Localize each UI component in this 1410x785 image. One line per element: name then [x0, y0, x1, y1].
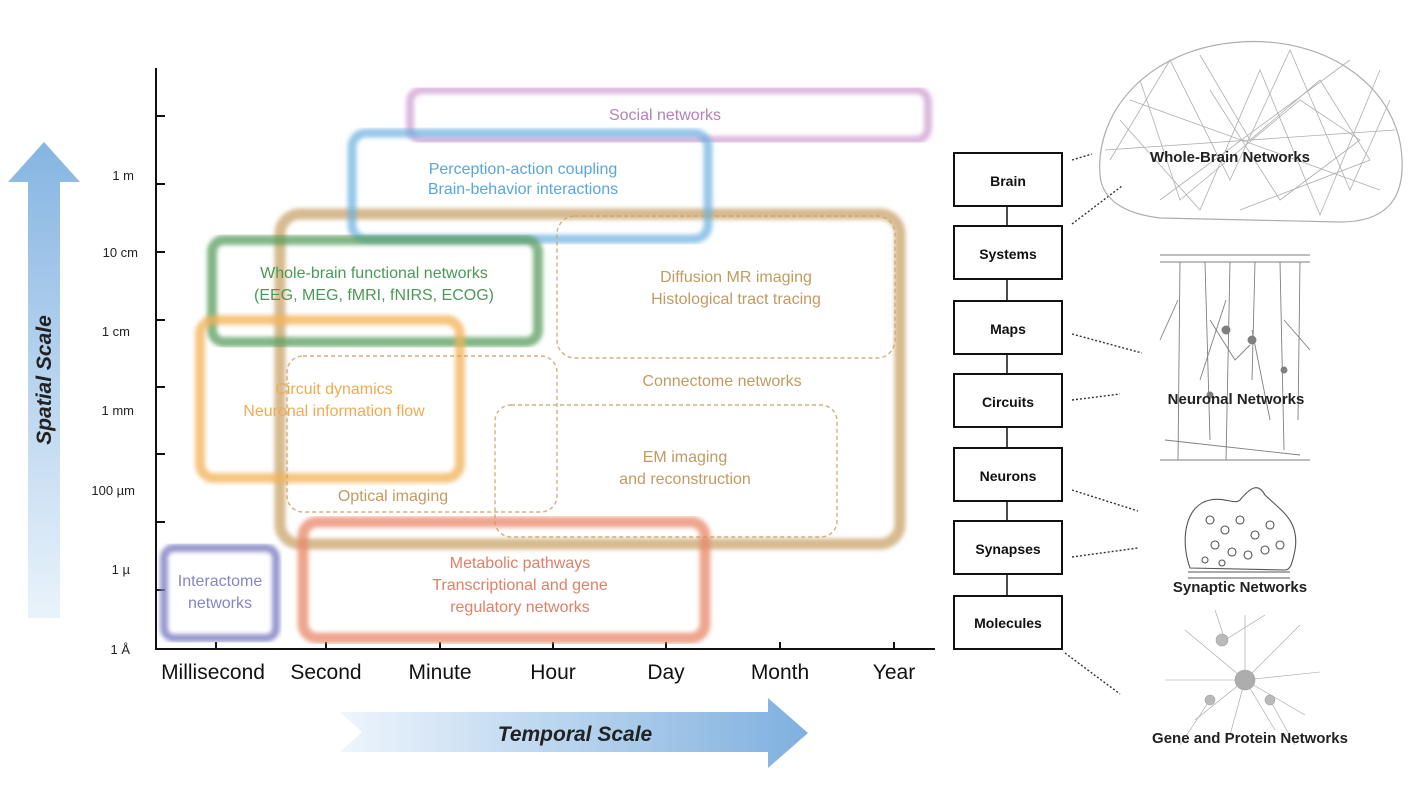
y-tick-label: 1 cm [102, 324, 130, 339]
interactome-box [160, 544, 280, 642]
level-brain: Brain [953, 152, 1063, 207]
diffusion-label-1: Diffusion MR imaging [660, 269, 812, 286]
x-tick-label: Hour [530, 661, 576, 684]
level-neurons: Neurons [953, 447, 1063, 502]
circuit-dynamics-box [195, 315, 465, 483]
em-label-2: and reconstruction [619, 471, 751, 488]
diffusion-label-2: Histological tract tracing [651, 291, 821, 308]
optical-imaging-box [286, 355, 558, 513]
spatial-scale-title: Spatial Scale [33, 315, 56, 445]
y-tick-label: 100 µm [91, 483, 135, 498]
perception-label-2: Brain-behavior interactions [428, 181, 618, 198]
region-labels: Social networks Perception-action coupli… [178, 107, 821, 616]
x-tick-label: Day [647, 661, 685, 684]
interactome-label-2: networks [188, 595, 252, 612]
x-tick-label: Month [751, 661, 809, 684]
y-tick-label: 1 m [112, 168, 134, 183]
neuronal-networks-label: Neuronal Networks [1168, 391, 1305, 408]
x-tick-labels: Millisecond Second Minute Hour Day Month… [161, 661, 915, 684]
metabolic-label-3: regulatory networks [450, 599, 590, 616]
gene-protein-networks-label: Gene and Protein Networks [1152, 730, 1348, 747]
level-maps: Maps [953, 300, 1063, 355]
level-label: Neurons [980, 468, 1037, 484]
spatial-arrow [8, 142, 80, 618]
level-hierarchy: Brain Systems Maps Circuits Neurons Syna… [953, 152, 1063, 650]
metabolic-label-2: Transcriptional and gene [432, 577, 608, 594]
y-tick-label: 1 mm [102, 403, 135, 418]
connectome-box [274, 208, 906, 550]
y-tick-label: 10 cm [103, 245, 138, 260]
temporal-arrow [340, 698, 808, 768]
social-networks-box [406, 86, 932, 144]
whole-brain-functional-label-1: Whole-brain functional networks [260, 265, 488, 282]
connectors [1064, 153, 1143, 695]
level-label: Synapses [975, 541, 1041, 557]
x-tick-label: Millisecond [161, 661, 265, 684]
synapse-image [1184, 487, 1297, 579]
level-molecules: Molecules [953, 595, 1063, 650]
gene-protein-network-image [1165, 609, 1321, 746]
synaptic-networks-label: Synaptic Networks [1173, 579, 1307, 596]
circuit-label-1: Circuit dynamics [275, 381, 392, 398]
interactome-label-1: Interactome [178, 573, 263, 590]
circuit-label-2: Neuronal information flow [243, 403, 425, 420]
em-label-1: EM imaging [643, 449, 727, 466]
metabolic-box [297, 516, 711, 644]
level-label: Circuits [982, 394, 1034, 410]
em-imaging-box [494, 404, 838, 538]
whole-brain-network-image [1099, 40, 1403, 223]
region-boxes [160, 86, 932, 644]
axes [155, 68, 935, 650]
level-label: Maps [990, 321, 1026, 337]
whole-brain-networks-label: Whole-Brain Networks [1150, 149, 1310, 166]
level-label: Molecules [974, 615, 1042, 631]
x-tick-label: Second [290, 661, 361, 684]
y-tick-label: 1 Å [110, 642, 130, 657]
neuronal-network-image [1159, 254, 1311, 461]
x-tick-label: Minute [408, 661, 471, 684]
level-label: Brain [990, 173, 1026, 189]
perception-label-1: Perception-action coupling [429, 161, 618, 178]
metabolic-label-1: Metabolic pathways [450, 555, 591, 572]
whole-brain-functional-box [207, 235, 543, 347]
y-tick-label: 1 µ [112, 562, 131, 577]
social-networks-label: Social networks [609, 107, 721, 124]
level-systems: Systems [953, 225, 1063, 280]
level-circuits: Circuits [953, 373, 1063, 428]
diffusion-box [556, 215, 896, 359]
whole-brain-functional-label-2: (EEG, MEG, fMRI, fNIRS, ECOG) [254, 287, 494, 304]
temporal-scale-title: Temporal Scale [498, 723, 653, 746]
level-label: Systems [979, 246, 1037, 262]
optical-imaging-label: Optical imaging [338, 488, 448, 505]
connectome-label: Connectome networks [642, 373, 801, 390]
level-synapses: Synapses [953, 520, 1063, 575]
x-tick-label: Year [873, 661, 915, 684]
y-tick-labels: 1 m 10 cm 1 cm 1 mm 100 µm 1 µ 1 Å [91, 168, 138, 657]
